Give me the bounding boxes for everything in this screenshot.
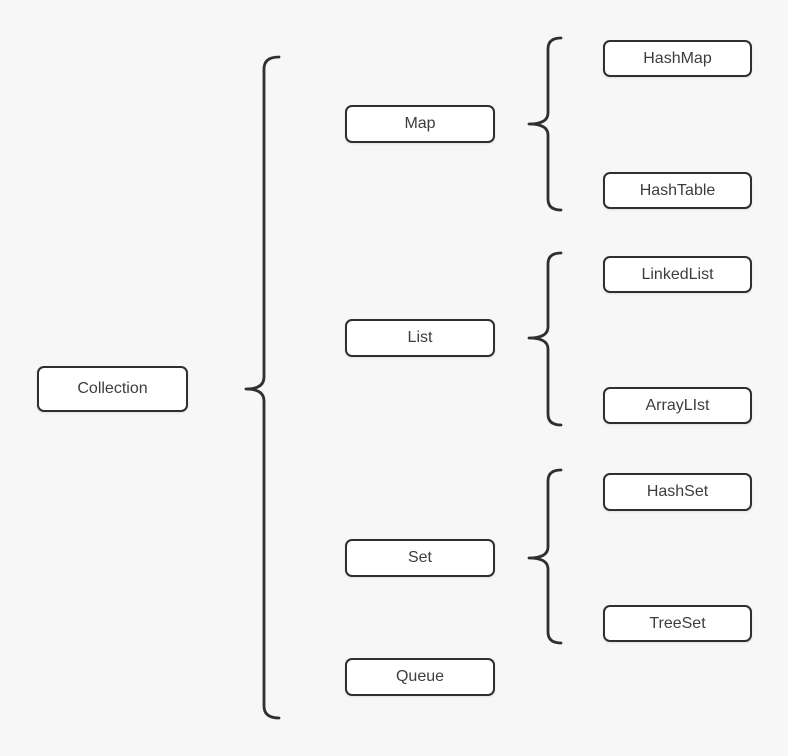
brace-set: [527, 468, 563, 645]
brace-list: [527, 251, 563, 427]
node-arraylist: ArrayLIst: [603, 387, 752, 424]
node-map: Map: [345, 105, 495, 143]
brace-collection: [244, 55, 281, 720]
node-hashset: HashSet: [603, 473, 752, 511]
brace-map: [527, 36, 563, 212]
node-set: Set: [345, 539, 495, 577]
node-hashtable: HashTable: [603, 172, 752, 209]
node-linkedlist: LinkedList: [603, 256, 752, 293]
node-queue: Queue: [345, 658, 495, 696]
node-list: List: [345, 319, 495, 357]
node-treeset: TreeSet: [603, 605, 752, 642]
node-collection: Collection: [37, 366, 188, 412]
node-hashmap: HashMap: [603, 40, 752, 77]
